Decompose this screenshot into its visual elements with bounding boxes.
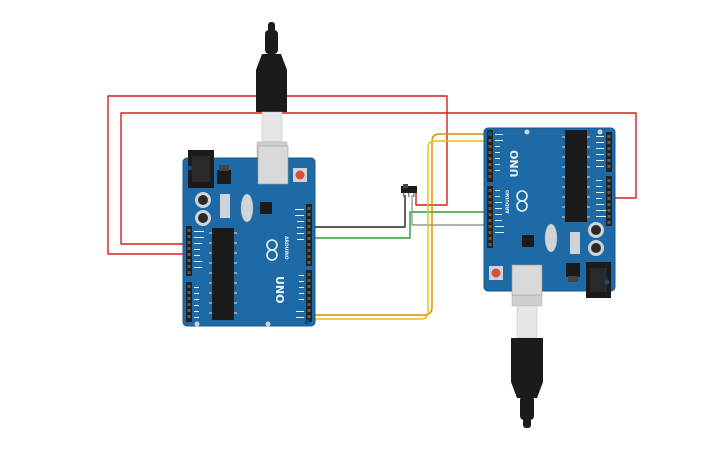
uno-brand-left: UNO — [273, 276, 286, 304]
power-header-left[interactable] — [186, 226, 192, 276]
atmega-chip-left — [212, 228, 234, 320]
silk-labels-right — [495, 134, 606, 233]
arduino-right[interactable]: UNO ARDUINO — [483, 127, 616, 298]
silk-labels-left — [194, 209, 304, 318]
digital-header-high-right[interactable] — [487, 186, 493, 248]
power-vin-loop[interactable] — [120, 112, 637, 245]
analog-header-left[interactable] — [186, 282, 192, 322]
gnd-wire[interactable] — [310, 195, 406, 228]
pin12-green-wire[interactable] — [310, 211, 490, 239]
arduino-left[interactable]: UNO ARDUINO — [182, 145, 316, 327]
arduino-logo-right — [516, 190, 528, 212]
power-header-right[interactable] — [606, 176, 612, 226]
digital-header-low-right[interactable] — [487, 130, 493, 182]
arduino-logo-left — [266, 239, 278, 261]
wires — [107, 95, 637, 320]
power-5v-loop[interactable] — [107, 95, 448, 255]
arduino-maker-right: ARDUINO — [505, 190, 511, 214]
digital-header-low-left[interactable] — [306, 270, 312, 322]
rx-yellow-wire[interactable] — [310, 140, 492, 320]
atmega-chip-right — [565, 130, 587, 222]
arduino-maker-left: ARDUINO — [283, 236, 289, 260]
slide-switch[interactable] — [401, 184, 417, 197]
analog-header-right[interactable] — [606, 132, 612, 172]
uno-brand-right: UNO — [508, 150, 521, 178]
digital-header-high-left[interactable] — [306, 204, 312, 266]
pin13-gray-wire[interactable] — [411, 195, 490, 226]
